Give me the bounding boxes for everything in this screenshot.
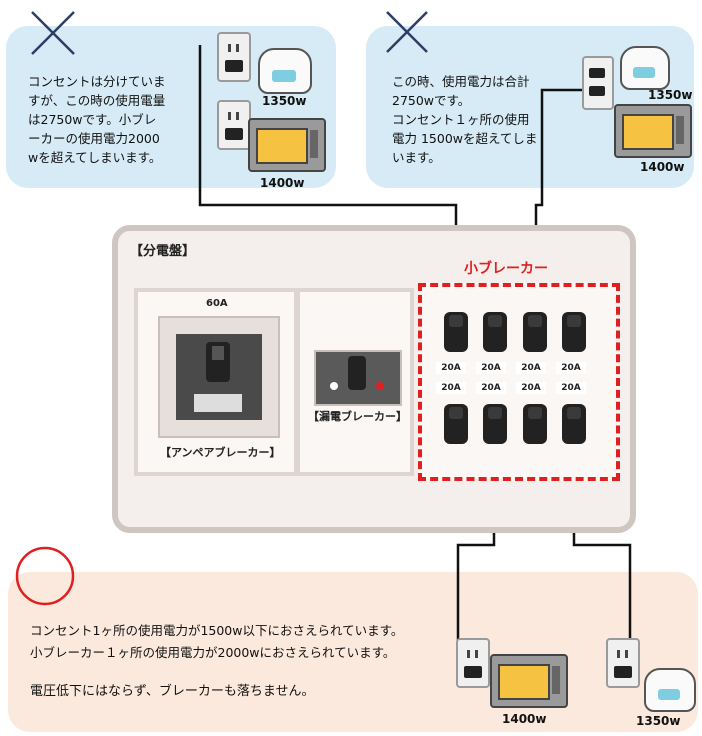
sub-breaker-amp: 20A [556, 362, 586, 374]
outlet-icon [217, 100, 251, 150]
wrong-example-right-text: この時、使用電力は合計 2750wです。 コンセント１ヶ所の使用 電力 1500… [392, 74, 538, 165]
circle-mark-icon [15, 546, 75, 606]
sub-breaker-amp: 20A [476, 362, 506, 374]
ampere-breaker[interactable] [158, 316, 280, 438]
sub-breaker-5[interactable] [444, 404, 468, 444]
ampere-breaker-amp: 60A [206, 298, 228, 309]
panel-title: 【分電盤】 [130, 244, 196, 259]
correct-line-3: 電圧低下にはならず、ブレーカーも落ちません。 [30, 684, 315, 699]
sub-breaker-6[interactable] [483, 404, 507, 444]
correct-line-1: コンセント1ヶ所の使用電力が1500w以下におさえられています。 [30, 623, 404, 638]
sub-breaker-4[interactable] [562, 312, 586, 352]
rice-cooker-watt: 1350w [636, 714, 681, 728]
sub-breaker-3[interactable] [523, 312, 547, 352]
rice-cooker-icon [644, 668, 696, 712]
sub-breaker-amp: 20A [516, 362, 546, 374]
microwave-watt: 1400w [260, 176, 305, 190]
microwave-watt: 1400w [640, 160, 685, 174]
outlet-icon [456, 638, 490, 688]
sub-breaker-amp: 20A [556, 382, 586, 394]
ampere-breaker-label: 【アンペアブレーカー】 [160, 446, 281, 459]
sub-breaker-7[interactable] [523, 404, 547, 444]
outlet-icon [217, 32, 251, 82]
sub-breaker-8[interactable] [562, 404, 586, 444]
correct-line-2: 小ブレーカー１ヶ所の使用電力が2000wにおさえられています。 [30, 645, 396, 660]
leakage-breaker[interactable] [314, 350, 402, 406]
correct-example-bubble [8, 572, 698, 732]
sub-breaker-amp: 20A [476, 382, 506, 394]
microwave-watt: 1400w [502, 712, 547, 726]
microwave-icon [614, 104, 692, 158]
outlet-icon [606, 638, 640, 688]
sub-breaker-2[interactable] [483, 312, 507, 352]
rice-cooker-watt: 1350w [648, 88, 693, 102]
leakage-breaker-label: 【漏電ブレーカー】 [308, 410, 407, 423]
rice-cooker-watt: 1350w [262, 94, 307, 108]
microwave-icon [490, 654, 568, 708]
sub-breaker-amp: 20A [436, 382, 466, 394]
x-mark-icon [386, 11, 428, 53]
sub-breaker-amp: 20A [516, 382, 546, 394]
sub-breaker-amp: 20A [436, 362, 466, 374]
x-mark-icon [31, 11, 75, 55]
sub-breaker-1[interactable] [444, 312, 468, 352]
wrong-example-left-text: コンセントは分けていま すが、この時の使用電量 は2750wです。小ブレ ーカー… [28, 74, 166, 165]
rice-cooker-icon [258, 48, 312, 94]
outlet-icon [582, 56, 614, 110]
microwave-icon [248, 118, 326, 172]
sub-breaker-title: 小ブレーカー [464, 261, 548, 277]
rice-cooker-icon [620, 46, 670, 90]
